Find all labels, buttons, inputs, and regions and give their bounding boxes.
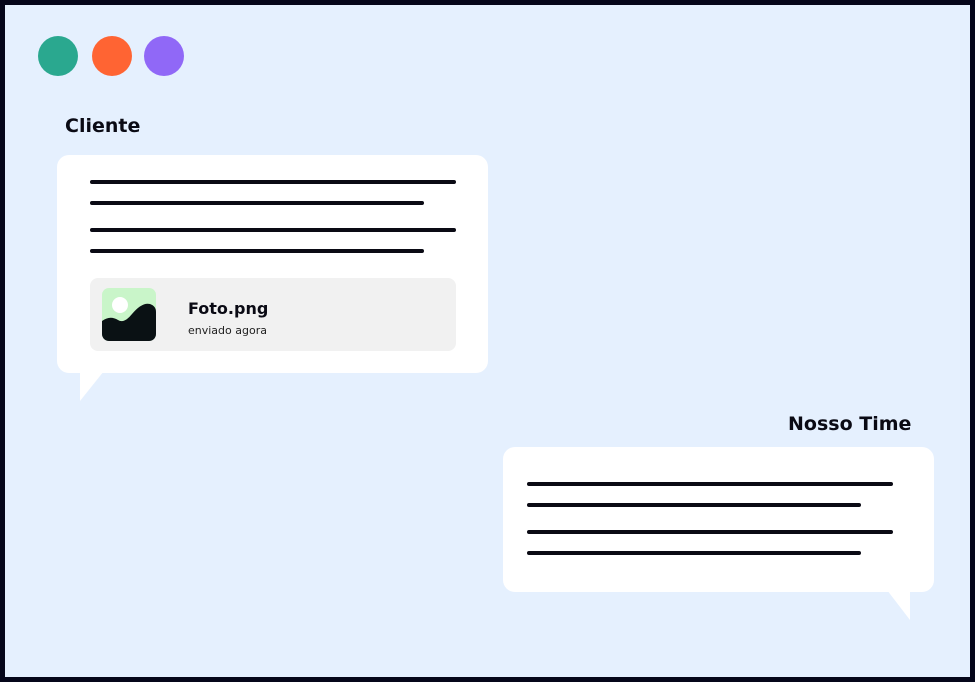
text-line-placeholder [527, 530, 893, 534]
client-bubble-tail [80, 371, 104, 401]
image-icon [102, 288, 156, 341]
team-label: Nosso Time [788, 413, 912, 435]
team-bubble-tail [887, 590, 910, 620]
window-dot-purple [144, 36, 184, 76]
text-line-placeholder [527, 503, 861, 507]
team-message-bubble [503, 447, 934, 592]
file-attachment[interactable]: Foto.png enviado agora [90, 278, 456, 351]
file-status: enviado agora [188, 324, 267, 337]
file-name: Foto.png [188, 299, 269, 318]
text-line-placeholder [527, 551, 861, 555]
text-line-placeholder [90, 249, 424, 253]
text-line-placeholder [90, 180, 456, 184]
text-line-placeholder [527, 482, 893, 486]
text-line-placeholder [90, 201, 424, 205]
window-dot-green [38, 36, 78, 76]
client-label: Cliente [65, 115, 141, 137]
client-message-bubble: Foto.png enviado agora [57, 155, 488, 373]
window-dot-orange [92, 36, 132, 76]
text-line-placeholder [90, 228, 456, 232]
